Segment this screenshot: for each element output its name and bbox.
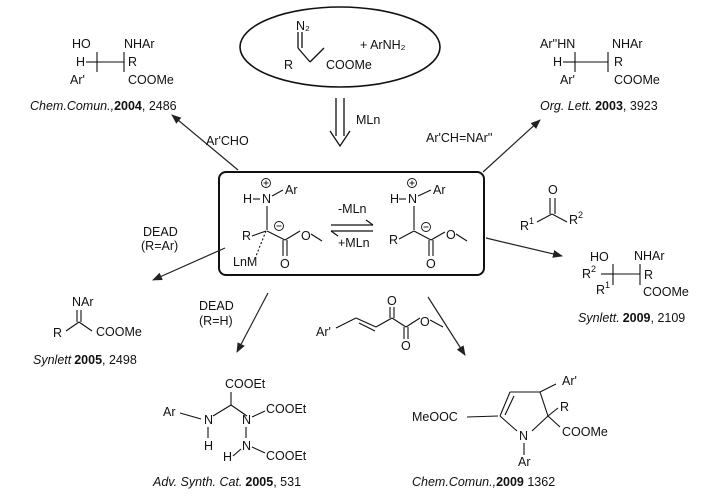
- svg-text:HO: HO: [72, 37, 91, 51]
- svg-text:O: O: [420, 315, 430, 329]
- svg-text:COOEt: COOEt: [266, 402, 307, 416]
- aldol-product: HO NHAr H R Ar' COOMe Chem.Comun.,2004, …: [30, 37, 177, 113]
- ref-org-lett-2003: Org. Lett.2003, 3923: [540, 99, 658, 113]
- svg-text:NHAr: NHAr: [124, 37, 155, 51]
- svg-text:R2: R2: [582, 264, 596, 281]
- svg-text:HO: HO: [590, 250, 609, 264]
- dead-ar-reagent: DEAD: [143, 225, 178, 239]
- dead-h-reagent: DEAD: [199, 299, 234, 313]
- svg-text:Ar': Ar': [70, 73, 85, 87]
- svg-text:H: H: [204, 439, 213, 453]
- svg-text:Ar': Ar': [560, 73, 575, 87]
- svg-text:O: O: [301, 229, 311, 243]
- svg-text:NHAr: NHAr: [634, 249, 665, 263]
- svg-text:Ar': Ar': [562, 374, 577, 388]
- diazo-n2: N₂: [296, 19, 310, 33]
- arrow-to-imine-ester: [152, 247, 226, 281]
- svg-text:N: N: [204, 413, 213, 427]
- svg-text:N: N: [408, 192, 417, 206]
- svg-text:COOMe: COOMe: [96, 325, 142, 339]
- svg-text:Ar: Ar: [433, 183, 446, 197]
- arrow-to-mannich-product: [482, 119, 541, 173]
- arrow-to-ketone-product: [485, 237, 563, 258]
- svg-text:O: O: [426, 257, 436, 271]
- svg-text:R: R: [53, 326, 62, 340]
- pyrroline-product: Ar' N Ar MeOOC R COOMe Chem.Comun.,2009 …: [412, 374, 608, 489]
- ylide-equilibrium-box: H N Ar R LnM O O -MLn +MLn H N Ar: [218, 171, 485, 276]
- catalyst-label: MLn: [356, 113, 380, 127]
- svg-text:O: O: [280, 257, 290, 271]
- svg-text:R: R: [389, 233, 398, 247]
- svg-text:N: N: [242, 413, 251, 427]
- ref-chem-comun-2004: Chem.Comun.,2004, 2486: [30, 99, 177, 113]
- aldehyde-reagent: Ar'CHO: [206, 134, 249, 148]
- diazo-ester: COOMe: [326, 58, 372, 72]
- mannich-product: Ar''HN NHAr H R Ar' COOMe Org. Lett.2003…: [540, 37, 660, 113]
- svg-text:R: R: [128, 55, 137, 69]
- enone-reagent: Ar' O O O: [316, 294, 444, 353]
- svg-text:O: O: [446, 228, 456, 242]
- svg-text:COOEt: COOEt: [225, 377, 266, 391]
- svg-text:O: O: [387, 294, 397, 308]
- svg-text:R1: R1: [520, 216, 534, 233]
- dead-ar-condition: (R=Ar): [141, 239, 178, 253]
- svg-text:Ar': Ar': [316, 325, 331, 339]
- diazo-r: R: [284, 58, 293, 72]
- plus-mln-label: +MLn: [338, 236, 370, 250]
- svg-text:COOMe: COOMe: [128, 73, 174, 87]
- svg-text:O: O: [401, 339, 411, 353]
- ref-adv-synth-cat-2005: Adv. Synth. Cat.2005, 531: [152, 475, 301, 489]
- svg-text:COOEt: COOEt: [266, 449, 307, 463]
- svg-text:O: O: [548, 183, 558, 197]
- svg-text:N: N: [242, 439, 251, 453]
- svg-text:H: H: [390, 192, 399, 206]
- ketone-reagent: O R1 R2: [520, 183, 583, 233]
- svg-text:N: N: [519, 429, 528, 443]
- catalyst-arrow: MLn: [329, 98, 380, 148]
- hydrazine-product: COOEt N Ar H N COOEt N H COOEt Adv. Synt…: [152, 377, 307, 489]
- arrow-to-hydrazine-product: [236, 292, 269, 353]
- svg-text:Ar: Ar: [518, 455, 531, 469]
- svg-text:COOMe: COOMe: [614, 73, 660, 87]
- arrow-to-aldol-product: [171, 114, 239, 171]
- svg-text:H: H: [243, 192, 252, 206]
- svg-text:NHAr: NHAr: [612, 37, 643, 51]
- svg-text:N: N: [262, 192, 271, 206]
- svg-text:H: H: [553, 55, 562, 69]
- ref-chem-comun-2009: Chem.Comun.,2009 1362: [412, 475, 555, 489]
- svg-text:NAr: NAr: [72, 295, 94, 309]
- svg-text:H: H: [223, 450, 232, 464]
- svg-text:Ar: Ar: [285, 183, 298, 197]
- svg-text:R: R: [242, 229, 251, 243]
- aniline-reagent: + ArNH₂: [360, 38, 406, 52]
- svg-text:R1: R1: [596, 280, 610, 297]
- svg-text:R: R: [560, 400, 569, 414]
- tertiary-alcohol-product: HO NHAr R2 R R1 COOMe Synlett.2009, 2109: [578, 249, 689, 325]
- svg-text:LnM: LnM: [233, 255, 257, 269]
- imine-reagent: Ar'CH=NAr'': [426, 131, 493, 145]
- dead-h-condition: (R=H): [199, 314, 233, 328]
- arrow-to-pyrroline-product: [427, 296, 466, 356]
- diazo-reactant: N₂ R COOMe + ArNH₂: [239, 6, 441, 88]
- ref-synlett-2009: Synlett.2009, 2109: [578, 311, 685, 325]
- minus-mln-label: -MLn: [338, 202, 367, 216]
- svg-text:Ar''HN: Ar''HN: [540, 37, 575, 51]
- svg-text:R: R: [614, 55, 623, 69]
- svg-text:COOMe: COOMe: [643, 285, 689, 299]
- svg-text:MeOOC: MeOOC: [412, 410, 458, 424]
- reactant-ellipse: [239, 6, 441, 88]
- svg-text:Ar: Ar: [163, 405, 176, 419]
- svg-text:H: H: [76, 55, 85, 69]
- svg-text:COOMe: COOMe: [562, 425, 608, 439]
- svg-text:R2: R2: [569, 210, 583, 227]
- svg-text:R: R: [644, 268, 653, 282]
